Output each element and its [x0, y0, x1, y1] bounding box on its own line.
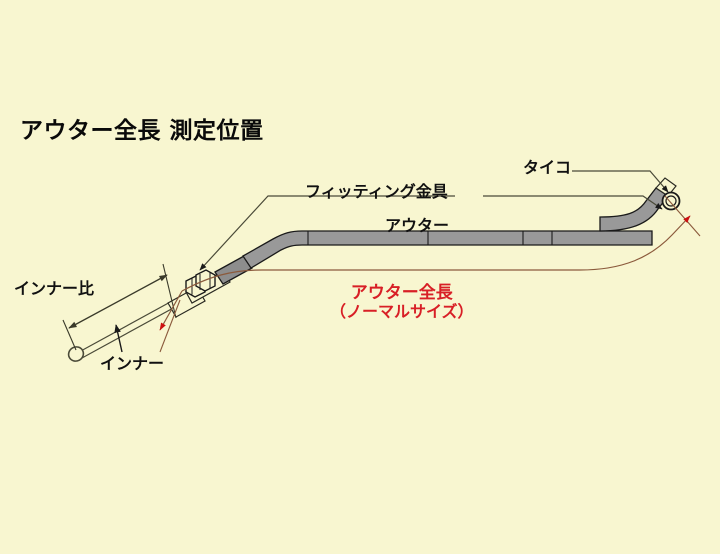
taiko-label: タイコ [523, 158, 572, 177]
page-title: アウター全長 測定位置 [20, 118, 264, 144]
outer-length-extension-right [664, 195, 701, 237]
outer-total-length-main: アウター全長 [350, 283, 453, 303]
fitting-leader-line [199, 195, 455, 271]
taiko-inner-ring [665, 195, 677, 207]
outer-label: アウター [385, 216, 450, 235]
outer-casing-body [242, 230, 653, 269]
inner-ratio-label: インナー比 [14, 279, 95, 298]
inner-ratio-dimension-group [62, 263, 177, 351]
inner-ratio-extension-right [162, 263, 177, 319]
outer-length-dimension-group [159, 195, 701, 353]
fitting-leader-line-right [483, 195, 663, 210]
fitting-label: フィッティング金具 [305, 182, 448, 201]
inner-label: インナー [100, 354, 165, 373]
outer-total-length-label: アウター全長 （ノーマルサイズ） [330, 283, 474, 321]
outer-length-left-arrow-segment [159, 290, 183, 331]
outer-length-dimension-line [181, 215, 691, 292]
inner-ratio-arrow [68, 274, 168, 329]
taiko-leader-line [572, 170, 669, 193]
leader-lines-group [114, 170, 669, 353]
inner-wire-end-ring [67, 346, 85, 362]
inner-leader-line [114, 324, 123, 353]
outer-casing-group [214, 187, 669, 285]
outer-length-extension-left [159, 299, 181, 353]
outer-total-length-note: （ノーマルサイズ） [330, 301, 474, 321]
inner-ratio-extension-left [62, 319, 77, 351]
